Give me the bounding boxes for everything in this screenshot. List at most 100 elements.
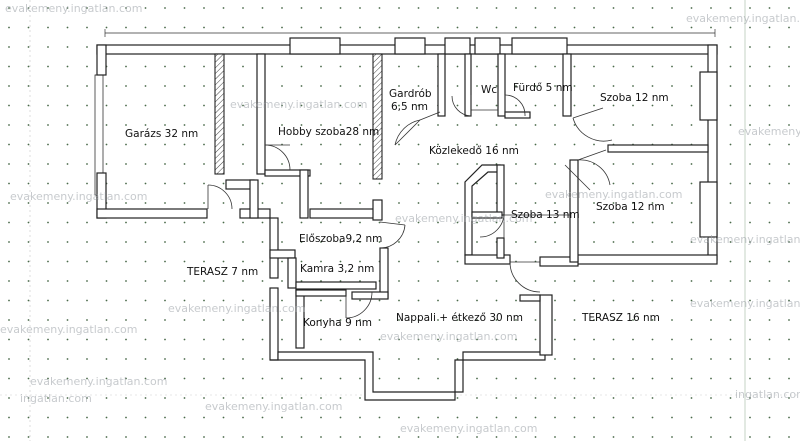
grid-dot (417, 241, 420, 243)
grid-dot (222, 280, 225, 282)
grid-dot (398, 377, 400, 380)
grid-dot (144, 416, 147, 419)
grid-dot (86, 358, 88, 360)
grid-dot (378, 319, 381, 321)
grid-dot (729, 260, 732, 263)
grid-dot (593, 338, 595, 341)
grid-dot (105, 104, 108, 107)
grid-dot (749, 143, 751, 146)
grid-dot (690, 26, 693, 29)
grid-dot (593, 377, 595, 380)
grid-dot (398, 436, 400, 438)
grid-dot (612, 338, 615, 341)
grid-dot (222, 377, 225, 380)
grid-dot (66, 397, 69, 399)
grid-dot (437, 182, 439, 185)
grid-dot (203, 241, 205, 243)
grid-dot (749, 7, 751, 9)
grid-dot (495, 397, 498, 399)
grid-dot (632, 85, 634, 87)
grid-dot (573, 143, 576, 146)
grid-dot (534, 124, 537, 126)
grid-dot (437, 338, 439, 341)
grid-dot (242, 436, 244, 438)
grid-dot (651, 397, 654, 399)
room-label-garazs: Garázs 32 nm (125, 128, 198, 140)
grid-dot (710, 436, 712, 438)
grid-dot (339, 241, 342, 243)
grid-dot (8, 338, 10, 341)
grid-dot (378, 358, 381, 360)
grid-dot (47, 221, 49, 224)
grid-dot (690, 202, 693, 204)
grid-dot (768, 377, 771, 380)
grid-dot (632, 299, 634, 302)
grid-dot (671, 7, 673, 9)
grid-dot (573, 299, 576, 302)
grid-dot (768, 241, 771, 243)
grid-dot (144, 299, 147, 302)
grid-dot (8, 397, 10, 399)
grid-dot (47, 358, 49, 360)
grid-dot (398, 280, 400, 282)
grid-dot (86, 416, 88, 419)
watermark-text: evakemeny.ingatlan.com (686, 12, 800, 25)
grid-dot (320, 338, 322, 341)
watermark-text: evakemeny.ingatlan.com (5, 2, 142, 15)
watermark-text: evakemeny.ingatlan.com (168, 302, 305, 315)
grid-dot (651, 358, 654, 360)
grid-dot (47, 436, 49, 438)
grid-dot (8, 436, 10, 438)
watermark-text: evakemeny.ingatlan.com (30, 375, 167, 388)
grid-dot (788, 85, 790, 87)
grid-dot (515, 163, 517, 165)
grid-dot (300, 65, 303, 68)
grid-dot (144, 85, 147, 87)
grid-dot (788, 7, 790, 9)
grid-dot (398, 182, 400, 185)
grid-dot (66, 299, 69, 302)
grid-dot (8, 416, 10, 419)
grid-dot (495, 416, 498, 419)
grid-dot (495, 104, 498, 107)
grid-dot (671, 299, 673, 302)
grid-dot (593, 416, 595, 419)
grid-dot (47, 65, 49, 68)
grid-dot (534, 221, 537, 224)
grid-dot (690, 163, 693, 165)
grid-dot (339, 436, 342, 438)
grid-dot (8, 182, 10, 185)
grid-dot (534, 202, 537, 204)
grid-dot (437, 436, 439, 438)
grid-dot (144, 7, 147, 9)
grid-dot (86, 260, 88, 263)
grid-dot (261, 319, 264, 321)
grid-dot (261, 280, 264, 282)
grid-dot (632, 104, 634, 107)
grid-dot (632, 416, 634, 419)
grid-dot (417, 319, 420, 321)
grid-dot (398, 65, 400, 68)
grid-dot (339, 143, 342, 146)
grid-dot (339, 299, 342, 302)
grid-dot (554, 280, 556, 282)
grid-dot (398, 202, 400, 204)
grid-dot (671, 416, 673, 419)
grid-dot (105, 299, 108, 302)
grid-dot (768, 299, 771, 302)
grid-dot (690, 124, 693, 126)
grid-dot (573, 338, 576, 341)
doors (207, 94, 613, 319)
grid-dot (164, 260, 166, 263)
grid-dot (300, 143, 303, 146)
grid-dot (47, 182, 49, 185)
grid-dot (27, 182, 30, 185)
grid-dot (47, 143, 49, 146)
grid-dot (749, 260, 751, 263)
grid-dot (749, 338, 751, 341)
grid-dot (203, 221, 205, 224)
grid-dot (27, 85, 30, 87)
grid-dot (47, 319, 49, 321)
grid-dot (690, 7, 693, 9)
grid-dot (651, 7, 654, 9)
